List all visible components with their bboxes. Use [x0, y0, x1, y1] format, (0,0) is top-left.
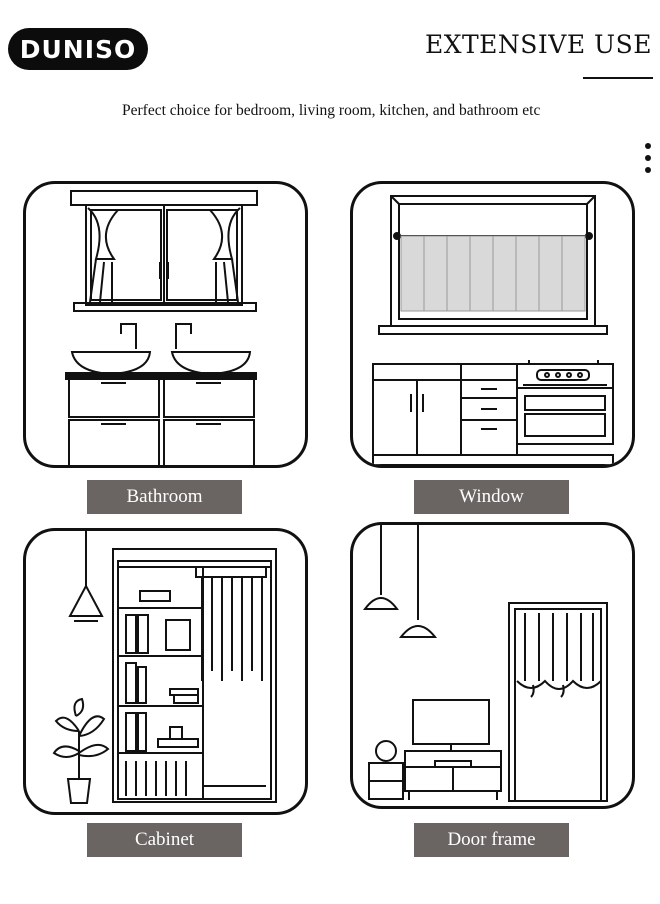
page-title: EXTENSIVE USE: [424, 30, 652, 59]
door-frame-scene-icon: [363, 525, 608, 802]
door-frame-card: [350, 522, 635, 809]
page-subtitle: Perfect choice for bedroom, living room,…: [122, 102, 541, 119]
bathroom-label: Bathroom: [87, 480, 242, 514]
brand-logo: DUNISO: [8, 28, 148, 70]
bathroom-card: [23, 181, 308, 468]
cabinet-card: [23, 528, 308, 815]
title-underline: [583, 77, 653, 79]
door-frame-label: Door frame: [414, 823, 569, 857]
window-label: Window: [414, 480, 569, 514]
window-card: [350, 181, 635, 468]
more-options-icon[interactable]: [645, 143, 653, 179]
kitchen-window-scene-icon: [372, 195, 614, 465]
cabinet-label: Cabinet: [87, 823, 242, 857]
cabinet-scene-icon: [52, 531, 277, 804]
bathroom-scene-icon: [65, 190, 258, 465]
